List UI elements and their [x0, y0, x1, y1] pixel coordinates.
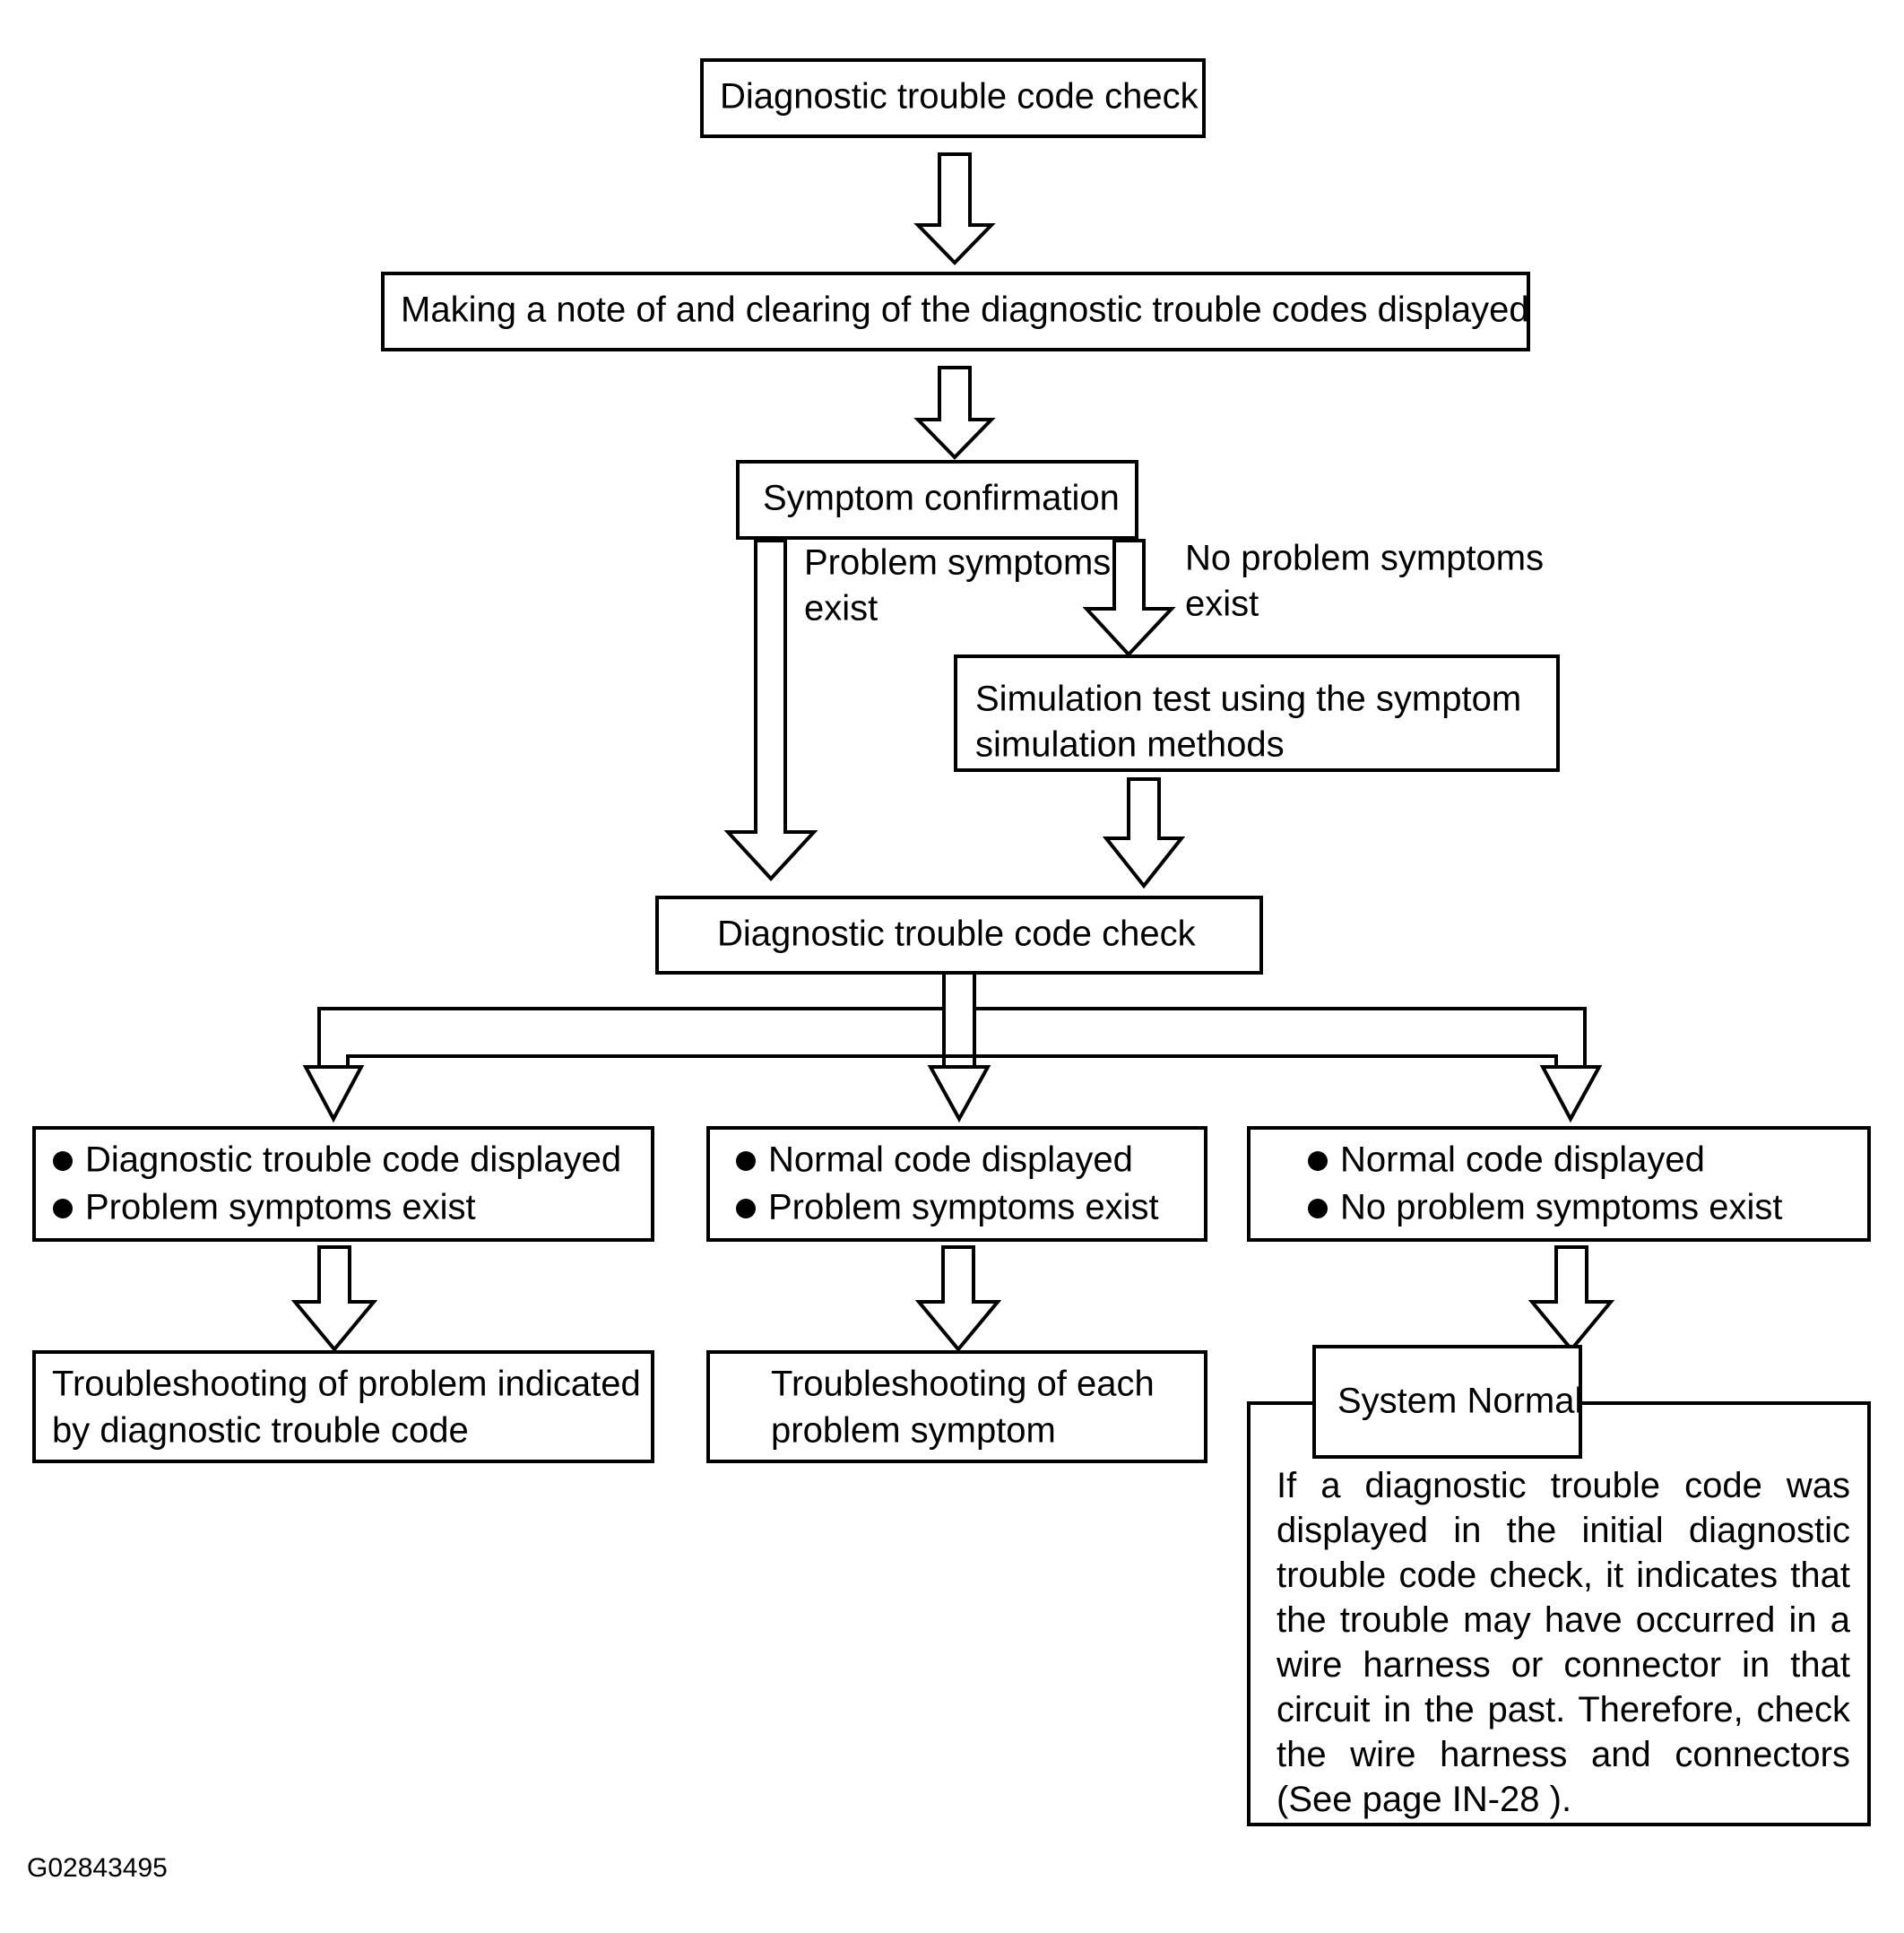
bullet-icon — [736, 1151, 756, 1171]
node-symptom-confirmation-box — [736, 460, 1138, 540]
split-arrowhead-right-icon — [1539, 1065, 1603, 1123]
action-box-middle[interactable]: Troubleshooting of each problem symptom — [706, 1350, 1207, 1463]
node-clear-codes[interactable]: Making a note of and clearing of the dia… — [381, 272, 1530, 351]
outcome-mid-bullet-1: Normal code displayed — [768, 1140, 1133, 1180]
action-left-line1: Troubleshooting of problem indicated — [52, 1365, 641, 1404]
split-outer-right-wall — [974, 1007, 1587, 1071]
down-arrow-icon — [913, 366, 996, 460]
edge-label-no-problem-line1: No problem symptoms — [1185, 539, 1544, 578]
action-mid-line1: Troubleshooting of each — [771, 1365, 1155, 1404]
action-left-line2: by diagnostic trouble code — [52, 1411, 469, 1451]
system-normal-label-rect — [1312, 1345, 1582, 1459]
outcome-right-bullet-1: Normal code displayed — [1340, 1140, 1705, 1180]
action-box-left[interactable]: Troubleshooting of problem indicated by … — [32, 1350, 654, 1463]
outcome-box-right[interactable]: Normal code displayed No problem symptom… — [1247, 1126, 1871, 1242]
node-second-check[interactable]: Diagnostic trouble code check — [655, 896, 1263, 975]
down-arrow-icon — [914, 1245, 1002, 1353]
action-box-middle-rect — [706, 1350, 1207, 1463]
system-normal-box[interactable]: System Normal — [1247, 1345, 1871, 1826]
bullet-icon — [53, 1199, 73, 1218]
node-simulation-test[interactable]: Simulation test using the symptom simula… — [954, 654, 1560, 772]
bullet-icon — [1308, 1199, 1328, 1218]
node-clear-codes-box — [381, 272, 1530, 351]
outcome-right-bullet-2: No problem symptoms exist — [1340, 1188, 1782, 1227]
arrow-simulation-to-second-check — [1102, 777, 1186, 889]
down-arrow-icon — [1082, 539, 1176, 657]
edge-label-problem-line1: Problem symptoms — [804, 543, 1111, 583]
edge-label-problem-line2: exist — [804, 589, 878, 628]
system-normal-label: System Normal — [1337, 1382, 1582, 1421]
node-simulation-test-line2: simulation methods — [975, 725, 1285, 765]
node-start-check[interactable]: Diagnostic trouble code check — [700, 58, 1206, 138]
down-arrow-icon — [913, 152, 996, 265]
split-manifold — [317, 973, 1587, 1071]
arrow-no-problem-symptoms-branch — [1082, 539, 1176, 657]
node-start-check-box — [700, 58, 1206, 138]
down-arrow-icon — [290, 1245, 378, 1353]
outcome-left-bullet-1: Diagnostic trouble code displayed — [85, 1140, 621, 1180]
split-arrowhead-left-icon — [302, 1065, 365, 1123]
arrow-clear-to-symptom — [913, 366, 996, 460]
outcome-box-left[interactable]: Diagnostic trouble code displayed Proble… — [32, 1126, 654, 1242]
node-symptom-confirmation-label: Symptom confirmation — [763, 479, 1120, 518]
outcome-left-bullet-2: Problem symptoms exist — [85, 1188, 476, 1227]
split-arrowhead-center-icon — [927, 1065, 991, 1123]
split-inner-right-wall — [974, 1054, 1558, 1071]
bullet-icon — [736, 1199, 756, 1218]
action-mid-line2: problem symptom — [771, 1411, 1056, 1451]
long-down-arrow-icon — [723, 539, 818, 881]
bullet-icon — [53, 1151, 73, 1171]
outcome-box-left-rect — [32, 1126, 654, 1242]
system-normal-note-text: If a diagnostic trouble code was display… — [1277, 1466, 1850, 1819]
split-outer-left-wall — [317, 973, 946, 1071]
node-start-check-label: Diagnostic trouble code check — [720, 77, 1199, 117]
outcome-box-middle[interactable]: Normal code displayed Problem symptoms e… — [706, 1126, 1207, 1242]
node-second-check-label: Diagnostic trouble code check — [717, 914, 1197, 954]
edge-label-no-problem-line2: exist — [1185, 585, 1259, 624]
node-simulation-test-box — [954, 654, 1560, 772]
arrow-start-to-clear — [913, 152, 996, 265]
node-clear-codes-label: Making a note of and clearing of the dia… — [401, 290, 1529, 330]
node-symptom-confirmation[interactable]: Symptom confirmation — [736, 460, 1138, 540]
split-inner-left-wall — [346, 973, 976, 1071]
down-arrow-icon — [1528, 1245, 1615, 1353]
system-normal-outer-rect — [1247, 1401, 1871, 1826]
figure-code: G02843495 — [27, 1853, 168, 1883]
outcome-mid-bullet-2: Problem symptoms exist — [768, 1188, 1159, 1227]
down-arrow-icon — [1102, 777, 1186, 889]
arrow-problem-symptoms-branch — [723, 539, 818, 881]
node-second-check-box — [655, 896, 1263, 975]
node-simulation-test-line1: Simulation test using the symptom — [975, 680, 1521, 719]
action-box-left-rect — [32, 1350, 654, 1463]
outcome-box-middle-rect — [706, 1126, 1207, 1242]
outcome-box-right-rect — [1247, 1126, 1871, 1242]
bullet-icon — [1308, 1151, 1328, 1171]
